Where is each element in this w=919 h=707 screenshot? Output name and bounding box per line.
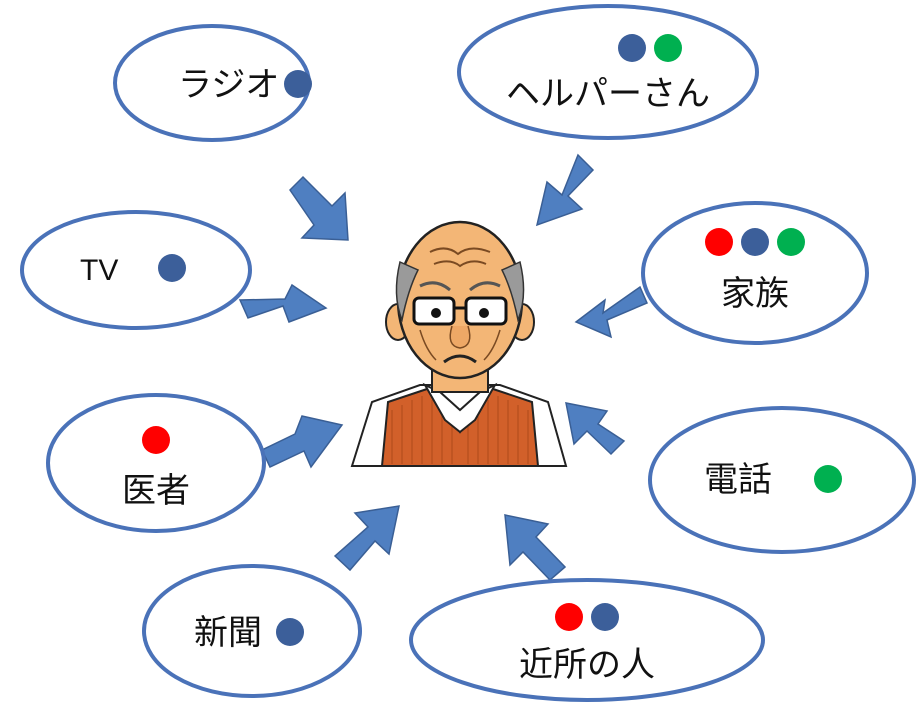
node-family: 家族 — [641, 201, 869, 345]
arrow-from-doctor — [261, 415, 344, 469]
dot-red-neighbors — [555, 603, 583, 631]
arrow-from-tv — [238, 283, 328, 323]
label-family: 家族 — [721, 274, 789, 314]
arrow-from-phone — [565, 402, 626, 456]
label-newspaper: 新聞 — [194, 613, 262, 653]
arrow-from-radio — [289, 175, 349, 241]
node-doctor: 医者 — [46, 393, 266, 533]
dots-family — [705, 228, 805, 256]
node-tv: TV — [20, 210, 252, 330]
arrow-from-family — [574, 285, 648, 339]
label-tv: TV — [80, 254, 118, 287]
label-helper: ヘルパーさん — [506, 74, 710, 114]
dots-radio — [284, 70, 312, 98]
node-radio: ラジオ — [113, 24, 312, 142]
ellipse-newspaper — [142, 564, 362, 698]
dot-red-family — [705, 228, 733, 256]
arrow-from-newspaper — [333, 505, 400, 572]
dot-green-family — [777, 228, 805, 256]
ellipse-family — [641, 201, 869, 345]
elderly-man-icon — [350, 220, 568, 467]
dot-blue-radio — [284, 70, 312, 98]
dot-red-doctor — [142, 426, 170, 454]
hair-right — [500, 260, 525, 323]
dot-green-helper — [654, 34, 682, 62]
label-radio: ラジオ — [178, 65, 279, 105]
dots-helper — [618, 34, 682, 62]
dots-newspaper — [276, 618, 304, 646]
arrow-from-neighbors — [504, 514, 567, 582]
node-phone: 電話 — [648, 406, 916, 554]
dots-doctor — [142, 426, 170, 454]
label-neighbors: 近所の人 — [519, 645, 655, 685]
dot-blue-newspaper — [276, 618, 304, 646]
ellipse-doctor — [46, 393, 266, 533]
dot-blue-family — [741, 228, 769, 256]
dot-blue-tv — [158, 254, 186, 282]
node-neighbors: 近所の人 — [409, 578, 765, 702]
ellipse-helper — [457, 4, 759, 140]
source-nodes: ラジオ ヘルパーさん TV 家族 医者 電話 — [20, 4, 916, 702]
dots-phone — [814, 465, 842, 493]
dots-tv — [158, 254, 186, 282]
dot-blue-neighbors — [591, 603, 619, 631]
dots-neighbors — [555, 603, 619, 631]
node-newspaper: 新聞 — [142, 564, 362, 698]
dot-blue-helper — [618, 34, 646, 62]
label-doctor: 医者 — [122, 471, 190, 511]
ellipse-tv — [20, 210, 252, 330]
arrow-from-helper — [535, 153, 595, 227]
label-phone: 電話 — [704, 460, 772, 500]
node-helper: ヘルパーさん — [457, 4, 759, 140]
arrows — [238, 153, 648, 582]
dot-green-phone — [814, 465, 842, 493]
hair-left — [395, 260, 420, 323]
ellipse-neighbors — [409, 578, 765, 702]
ellipse-phone — [648, 406, 916, 554]
collar — [422, 382, 498, 434]
